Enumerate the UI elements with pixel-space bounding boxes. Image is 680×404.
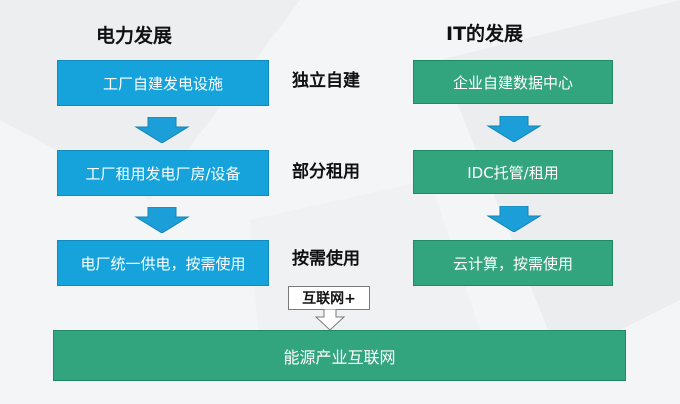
left-box-self-built-power: 工厂自建发电设施 [57,60,269,106]
energy-internet-label: 能源产业互联网 [283,347,396,367]
down-arrow-icon [134,207,190,233]
right-column-title: IT的发展 [446,23,524,45]
internet-plus-label-box: 互联网+ [288,286,370,310]
down-arrow-icon [486,206,542,232]
middle-label-partial-rent: 部分租用 [292,162,360,182]
left-box-label: 工厂自建发电设施 [102,74,223,93]
left-column-title: 电力发展 [96,25,173,47]
outline-down-arrow-icon [314,309,346,331]
right-box-label: 云计算，按需使用 [452,254,573,273]
left-box-unified-supply: 电厂统一供电，按需使用 [57,240,269,286]
right-box-label: IDC托管/租用 [467,163,559,182]
right-box-idc-hosting: IDC托管/租用 [413,150,613,194]
down-arrow-icon [486,116,542,142]
right-box-enterprise-datacenter: 企业自建数据中心 [413,60,613,104]
left-box-label: 电厂统一供电，按需使用 [80,254,246,273]
right-box-cloud-computing: 云计算，按需使用 [413,240,613,286]
middle-label-on-demand: 按需使用 [292,249,360,269]
left-box-rent-power-plant: 工厂租用发电厂房/设备 [57,150,269,196]
middle-label-independent: 独立自建 [292,71,360,91]
down-arrow-icon [134,117,190,143]
energy-internet-bar: 能源产业互联网 [53,330,626,381]
right-box-label: 企业自建数据中心 [452,73,573,92]
left-box-label: 工厂租用发电厂房/设备 [85,164,241,183]
internet-plus-label: 互联网+ [302,291,356,307]
